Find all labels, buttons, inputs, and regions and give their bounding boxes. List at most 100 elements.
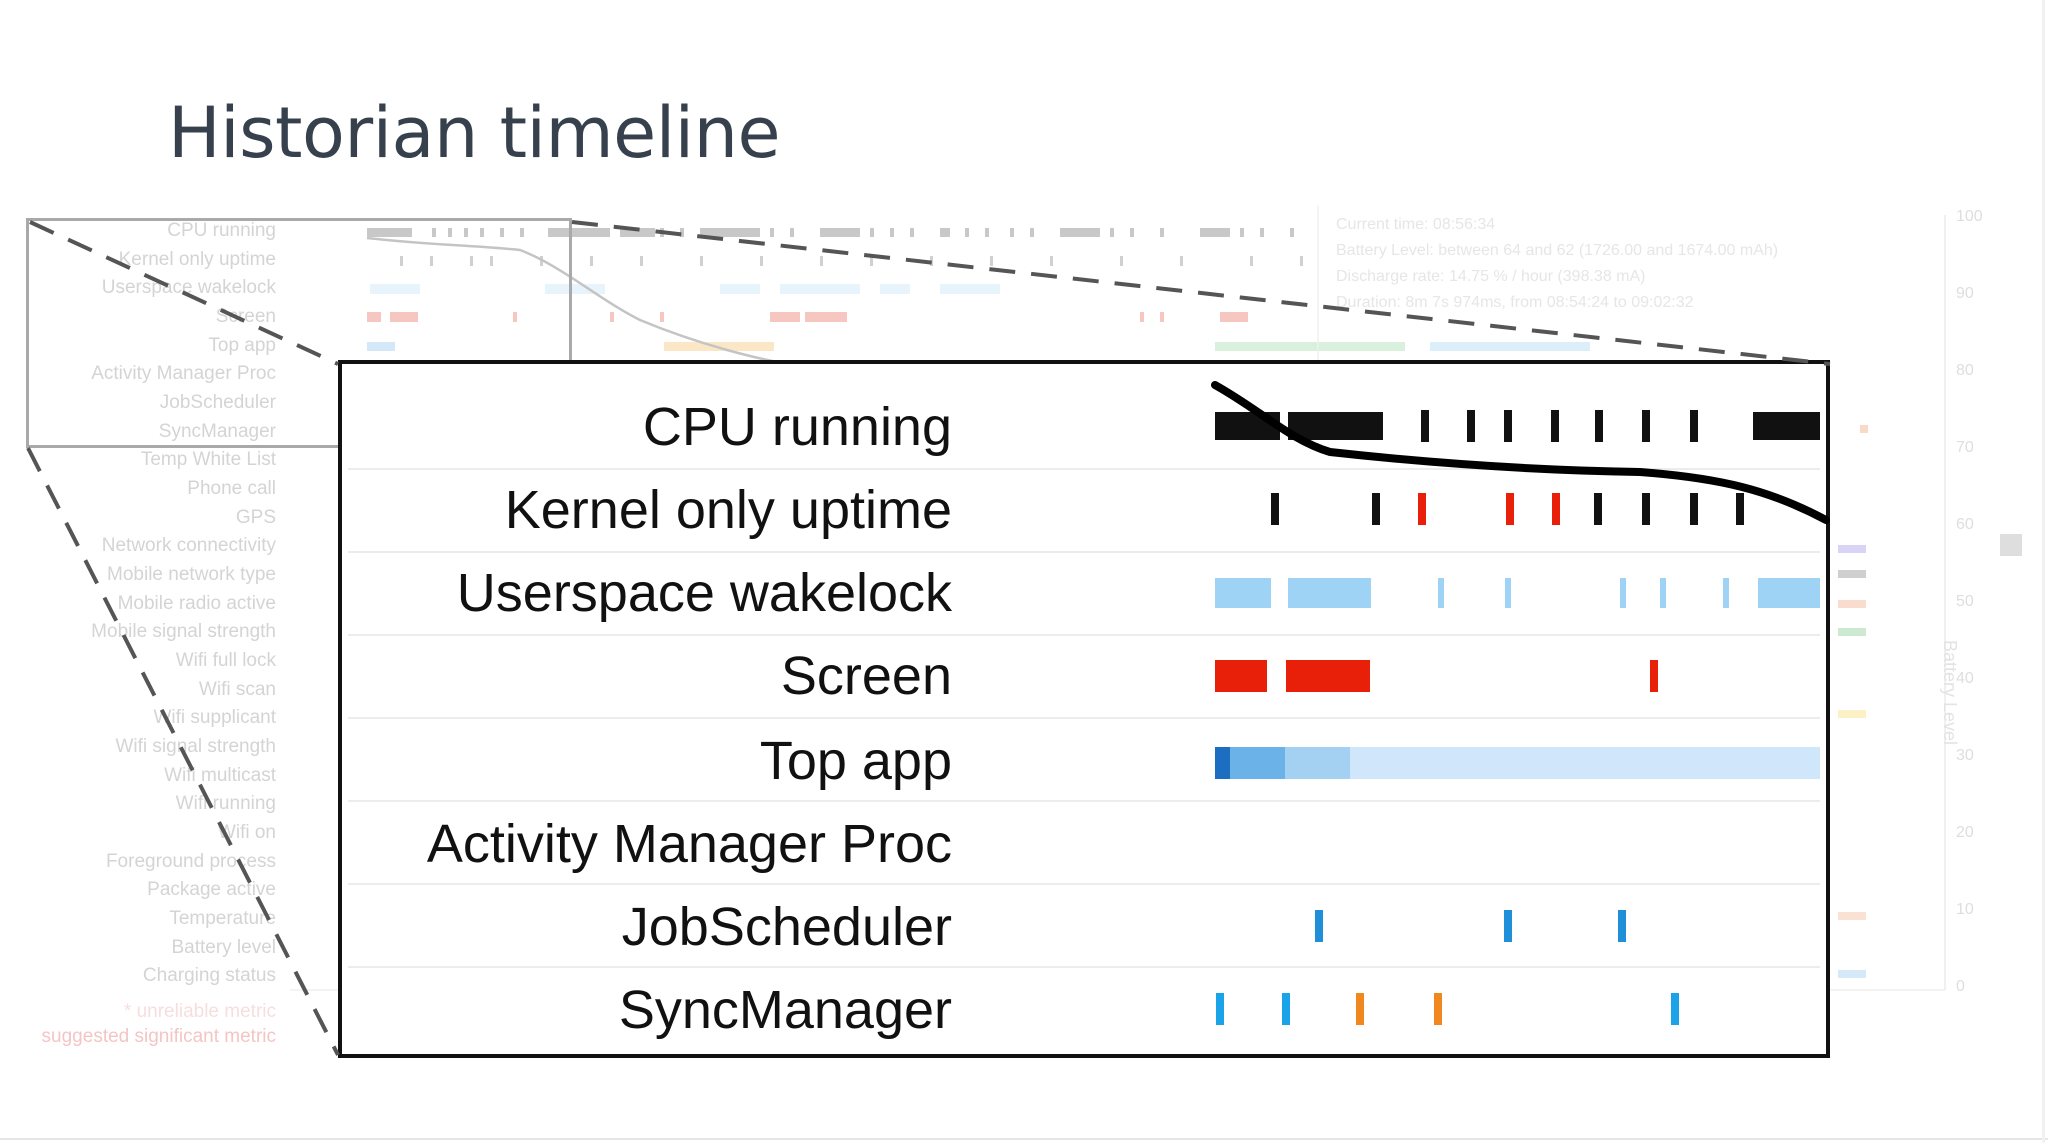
info-duration: Duration: 8m 7s 974ms, from 08:54:24 to … — [1336, 294, 1694, 311]
bg-kernel-mark — [430, 256, 433, 266]
bg-row-label: Wifi signal strength — [115, 736, 276, 757]
bg-screen-mark — [770, 312, 800, 322]
wakelock-block — [1758, 578, 1820, 608]
bg-row-label: JobScheduler — [159, 392, 276, 413]
syncmanager-tick — [1434, 993, 1442, 1025]
axis-tick: 30 — [1956, 747, 1974, 764]
bg-cpu-mark — [790, 228, 794, 237]
zoom-row-label-syncmanager: SyncManager — [618, 980, 952, 1040]
bg-cpu-mark — [890, 228, 894, 237]
bg-row-label: Activity Manager Proc — [91, 363, 276, 384]
bg-side-mark — [1838, 545, 1866, 553]
bg-row-label: Temp White List — [140, 449, 276, 470]
bg-wakelock-mark — [370, 284, 420, 294]
wakelock-tick — [1620, 578, 1626, 608]
slide-side-rule — [2042, 0, 2045, 1143]
bg-kernel-mark — [1250, 256, 1253, 266]
zoom-row-label-cpu-running: CPU running — [642, 397, 952, 457]
zoom-panel: CPU running Kernel only uptime Userspace… — [338, 360, 1830, 1058]
bg-cpu-mark — [680, 228, 684, 237]
bg-row-label: Temperature — [169, 908, 276, 929]
kernel-uptime-tick — [1372, 493, 1380, 525]
bg-kernel-mark — [1180, 256, 1183, 266]
syncmanager-tick — [1216, 993, 1224, 1025]
bg-cpu-mark — [1010, 228, 1014, 237]
bg-row-label: Wifi running — [175, 793, 276, 814]
bg-row-label: Network connectivity — [101, 535, 276, 556]
bg-screen-mark — [1140, 312, 1144, 322]
bg-row-label: Screen — [215, 306, 276, 327]
screen-block — [1286, 660, 1370, 692]
info-current-time: Current time: 08:56:34 — [1336, 216, 1496, 233]
zoom-connector-line — [571, 220, 1831, 366]
bg-row-label: Kernel only uptime — [118, 249, 276, 270]
bg-screen-mark — [805, 312, 847, 322]
bg-wakelock-mark — [720, 284, 760, 294]
bg-row-label: Mobile signal strength — [91, 621, 276, 642]
kernel-uptime-tick — [1594, 493, 1602, 525]
axis-tick: 70 — [1956, 439, 1974, 456]
bg-cpu-mark — [870, 228, 874, 237]
axis-tick: 100 — [1956, 208, 1983, 225]
bg-cpu-mark — [520, 228, 524, 237]
cpu-running-tick — [1467, 410, 1475, 442]
bg-row-label: Phone call — [187, 478, 276, 499]
info-battery-level: Battery Level: between 64 and 62 (1726.0… — [1336, 242, 1779, 259]
bg-side-mark — [1838, 970, 1866, 978]
bg-cpu-mark — [464, 228, 468, 237]
bg-row-label: Mobile radio active — [117, 593, 276, 614]
cpu-running-tick — [1642, 410, 1650, 442]
zoom-source-box — [26, 218, 572, 448]
syncmanager-tick — [1282, 993, 1290, 1025]
bg-kernel-mark — [1050, 256, 1053, 266]
kernel-uptime-tick — [1642, 493, 1650, 525]
bg-row-label: Wifi full lock — [175, 650, 276, 671]
bg-topapp-mark — [1430, 342, 1590, 351]
bg-wakelock-mark — [940, 284, 1000, 294]
bg-cpu-mark — [1060, 228, 1100, 237]
bg-screen-mark — [367, 312, 381, 322]
bg-side-mark — [1838, 710, 1866, 718]
bg-cpu-mark — [985, 228, 989, 237]
axis-tick: 10 — [1956, 901, 1974, 918]
cpu-running-block — [1753, 412, 1820, 440]
axis-tick: 0 — [1956, 978, 1965, 995]
row-divider — [348, 966, 1820, 968]
bg-row-label: Wifi on — [217, 822, 276, 843]
bg-kernel-mark — [1300, 256, 1303, 266]
zoom-row-label-kernel-only-uptime: Kernel only uptime — [504, 480, 952, 540]
bg-screen-mark — [660, 312, 664, 322]
bg-kernel-mark — [590, 256, 593, 266]
info-discharge-rate: Discharge rate: 14.75 % / hour (398.38 m… — [1336, 268, 1646, 285]
wakelock-tick — [1505, 578, 1511, 608]
zoom-connector-line — [26, 447, 340, 1056]
bg-cpu-mark — [548, 228, 610, 237]
bg-row-label: Foreground process — [105, 851, 276, 872]
bg-row-label: Charging status — [142, 965, 276, 986]
bg-side-mark — [1838, 570, 1866, 578]
bg-footnote-significant: suggested significant metric — [41, 1026, 276, 1047]
row-divider — [348, 883, 1820, 885]
bg-cpu-mark — [820, 228, 860, 237]
wakelock-tick — [1723, 578, 1729, 608]
bg-axis-marker — [2000, 534, 2022, 556]
bg-row-label: Battery level — [171, 937, 276, 958]
bg-cpu-mark — [1110, 228, 1114, 237]
slide-title: Historian timeline — [168, 92, 781, 174]
bg-row-label: Userspace wakelock — [101, 277, 276, 298]
cpu-running-tick — [1690, 410, 1698, 442]
bg-topapp-mark — [367, 342, 395, 351]
bg-cpu-mark — [910, 228, 914, 237]
syncmanager-tick — [1671, 993, 1679, 1025]
bg-cpu-mark — [940, 228, 950, 237]
bg-cpu-mark — [620, 228, 655, 237]
cpu-running-tick — [1595, 410, 1603, 442]
jobscheduler-tick — [1504, 910, 1512, 942]
bg-wakelock-mark — [880, 284, 910, 294]
axis-tick: 60 — [1956, 516, 1974, 533]
bg-row-label: Wifi scan — [198, 679, 276, 700]
row-divider — [348, 551, 1820, 553]
axis-tick: 80 — [1956, 362, 1974, 379]
cpu-running-tick — [1504, 410, 1512, 442]
